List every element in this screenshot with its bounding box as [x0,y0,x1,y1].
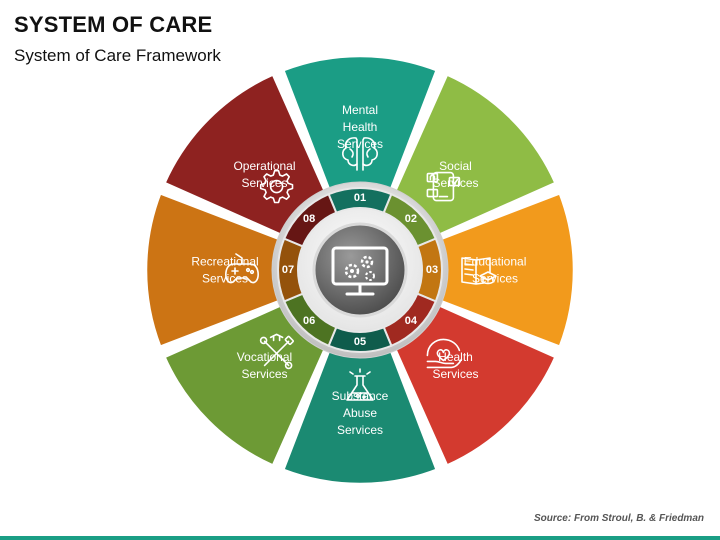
page-subtitle: System of Care Framework [14,46,221,65]
page-title: SYSTEM OF CARE [14,12,213,37]
segment-number: 07 [282,264,294,276]
segment-label-line: Substance [332,389,389,403]
segment-label-line: Health [343,120,378,134]
monitor-gears-icon [331,246,389,296]
gamepad-icon [225,253,259,284]
segment-label-line: Services [337,137,383,151]
source-note: Source: From Stroul, B. & Friedman [533,513,704,524]
segment-label-line: Services [472,272,518,286]
brain-icon [342,137,378,171]
segment-label-line: Health [438,350,473,364]
segment-label-line: Services [337,423,383,437]
tools-icon [259,333,294,370]
book-graduation-icon [461,257,497,285]
center-hub [312,222,408,318]
gear-icon [259,169,294,204]
footer-bar [0,536,720,540]
segment-number: 06 [303,315,315,327]
segment-label-line: Abuse [343,406,377,420]
segment-number: 02 [405,213,417,225]
segment-number: 01 [354,192,366,204]
segment-number: 03 [426,264,438,276]
segment-label-line: Educational [464,255,527,269]
segment-number: 08 [303,213,315,225]
hand-heart-icon [426,338,463,369]
segment-label-line: Recreational [191,255,258,269]
segment-label-line: Services [432,367,478,381]
segment-label-line: Services [432,176,478,190]
segment-label-line: Services [202,272,248,286]
segment-number: 05 [354,336,366,348]
segment-label-line: Operational [233,159,295,173]
segment-number: 04 [405,315,418,327]
number-segment-08 [282,192,338,248]
segment-label-line: Services [241,176,287,190]
segment-label-line: Vocational [237,350,292,364]
segment-label-line: Mental [342,103,378,117]
flask-icon [346,368,374,401]
segment-label-line: Social [439,159,472,173]
segment-label-line: Services [241,367,287,381]
social-media-icon [426,171,461,202]
